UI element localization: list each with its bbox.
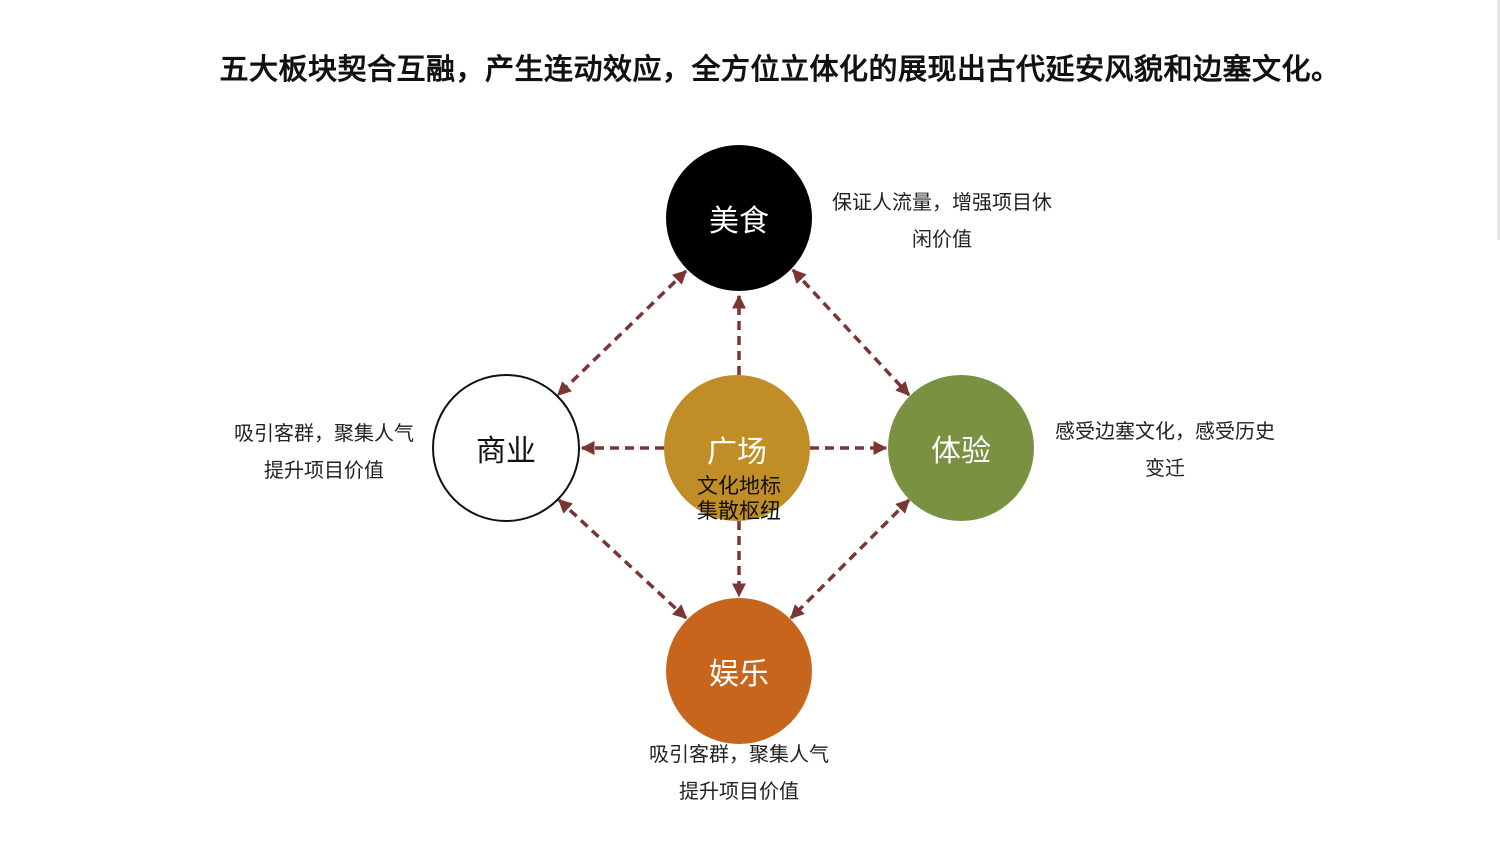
desc-food-line1: 保证人流量，增强项目休	[832, 190, 1052, 214]
node-food-label: 美食	[709, 204, 769, 239]
node-experience: 体验	[888, 375, 1034, 521]
node-plaza-label: 广场	[707, 435, 767, 470]
desc-entertainment-line2: 提升项目价值	[679, 779, 799, 803]
node-experience-label: 体验	[931, 434, 991, 469]
node-food: 美食	[666, 145, 812, 291]
page-title: 五大板块契合互融，产生连动效应，全方位立体化的展现出古代延安风貌和边塞文化。	[219, 52, 1341, 86]
desc-food-line2: 闲价值	[912, 227, 972, 251]
arrow-food-experience	[791, 268, 911, 397]
desc-commerce: 吸引客群，聚集人气 提升项目价值	[228, 415, 420, 489]
node-commerce-label: 商业	[476, 434, 536, 469]
desc-experience-line1: 感受边塞文化，感受历史	[1055, 419, 1275, 443]
node-commerce: 商业	[432, 374, 580, 522]
desc-entertainment: 吸引客群，聚集人气 提升项目价值	[640, 736, 838, 810]
desc-food: 保证人流量，增强项目休 闲价值	[822, 184, 1062, 258]
node-entertainment: 娱乐	[666, 598, 812, 744]
node-plaza: 广场	[664, 375, 810, 521]
arrow-experience-entertainment	[789, 498, 911, 620]
desc-experience: 感受边塞文化，感受历史 变迁	[1044, 413, 1286, 487]
desc-experience-line2: 变迁	[1145, 456, 1185, 480]
desc-commerce-line1: 吸引客群，聚集人气	[234, 421, 414, 445]
arrow-food-commerce	[556, 269, 688, 397]
desc-entertainment-line1: 吸引客群，聚集人气	[649, 742, 829, 766]
plaza-sub-line1: 文化地标	[697, 474, 781, 498]
node-plaza-subtitle: 文化地标 集散枢纽	[664, 474, 814, 524]
plaza-sub-line2: 集散枢纽	[697, 499, 781, 523]
desc-commerce-line2: 提升项目价值	[264, 458, 384, 482]
node-entertainment-label: 娱乐	[709, 657, 769, 692]
slide-edge	[1497, 0, 1500, 240]
